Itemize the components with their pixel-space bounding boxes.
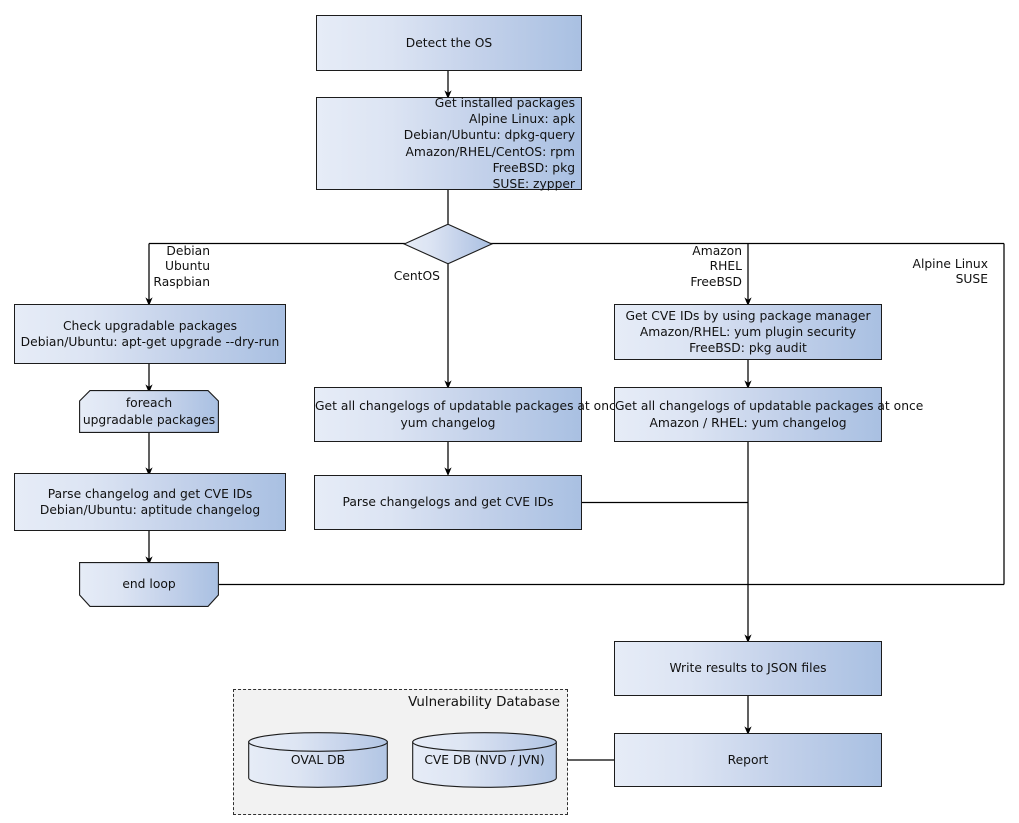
branch-label-centos: CentOS xyxy=(330,269,440,284)
node-parse-changelogs-centos[interactable]: Parse changelogs and get CVE IDs xyxy=(314,475,582,530)
node-detect-os-label: Detect the OS xyxy=(405,35,493,50)
branch-label-debian-2: Raspbian xyxy=(153,274,210,289)
node-report-label: Report xyxy=(727,752,769,767)
node-write-json-label: Write results to JSON files xyxy=(669,661,827,676)
branch-label-amazon-1: RHEL xyxy=(709,259,742,274)
node-changelogs-centos-label: Get all changelogs of updatable packages… xyxy=(315,399,624,430)
branch-label-debian: Debian Ubuntu Raspbian xyxy=(60,244,210,290)
branch-label-amazon-2: FreeBSD xyxy=(690,274,742,289)
node-parse-changelogs-centos-label: Parse changelogs and get CVE IDs xyxy=(342,495,554,510)
cylinder-cve-db[interactable] xyxy=(412,732,557,788)
branch-label-debian-1: Ubuntu xyxy=(164,259,210,274)
node-changelogs-rhel-label: Get all changelogs of updatable packages… xyxy=(615,399,924,430)
node-foreach-loop-shape[interactable] xyxy=(79,390,219,433)
branch-label-amazon-0: Amazon xyxy=(692,244,742,258)
node-report[interactable]: Report xyxy=(614,733,882,787)
vulnerability-database-title: Vulnerability Database xyxy=(408,695,560,710)
node-write-json[interactable]: Write results to JSON files xyxy=(614,641,882,696)
branch-label-centos-0: CentOS xyxy=(393,269,440,283)
node-changelogs-centos[interactable]: Get all changelogs of updatable packages… xyxy=(314,387,624,442)
decision-diamond[interactable] xyxy=(402,223,494,265)
branch-label-alpine-0: Alpine Linux xyxy=(912,257,988,271)
node-detect-os[interactable]: Detect the OS xyxy=(316,15,582,71)
branch-label-alpine: Alpine Linux SUSE xyxy=(860,257,988,288)
branch-label-debian-0: Debian xyxy=(166,244,210,258)
branch-label-amazon: Amazon RHEL FreeBSD xyxy=(620,244,742,290)
node-end-loop-shape[interactable] xyxy=(79,562,219,607)
node-changelogs-rhel[interactable]: Get all changelogs of updatable packages… xyxy=(614,387,924,442)
branch-label-alpine-1: SUSE xyxy=(955,272,988,287)
cylinder-oval-db[interactable] xyxy=(248,732,388,788)
